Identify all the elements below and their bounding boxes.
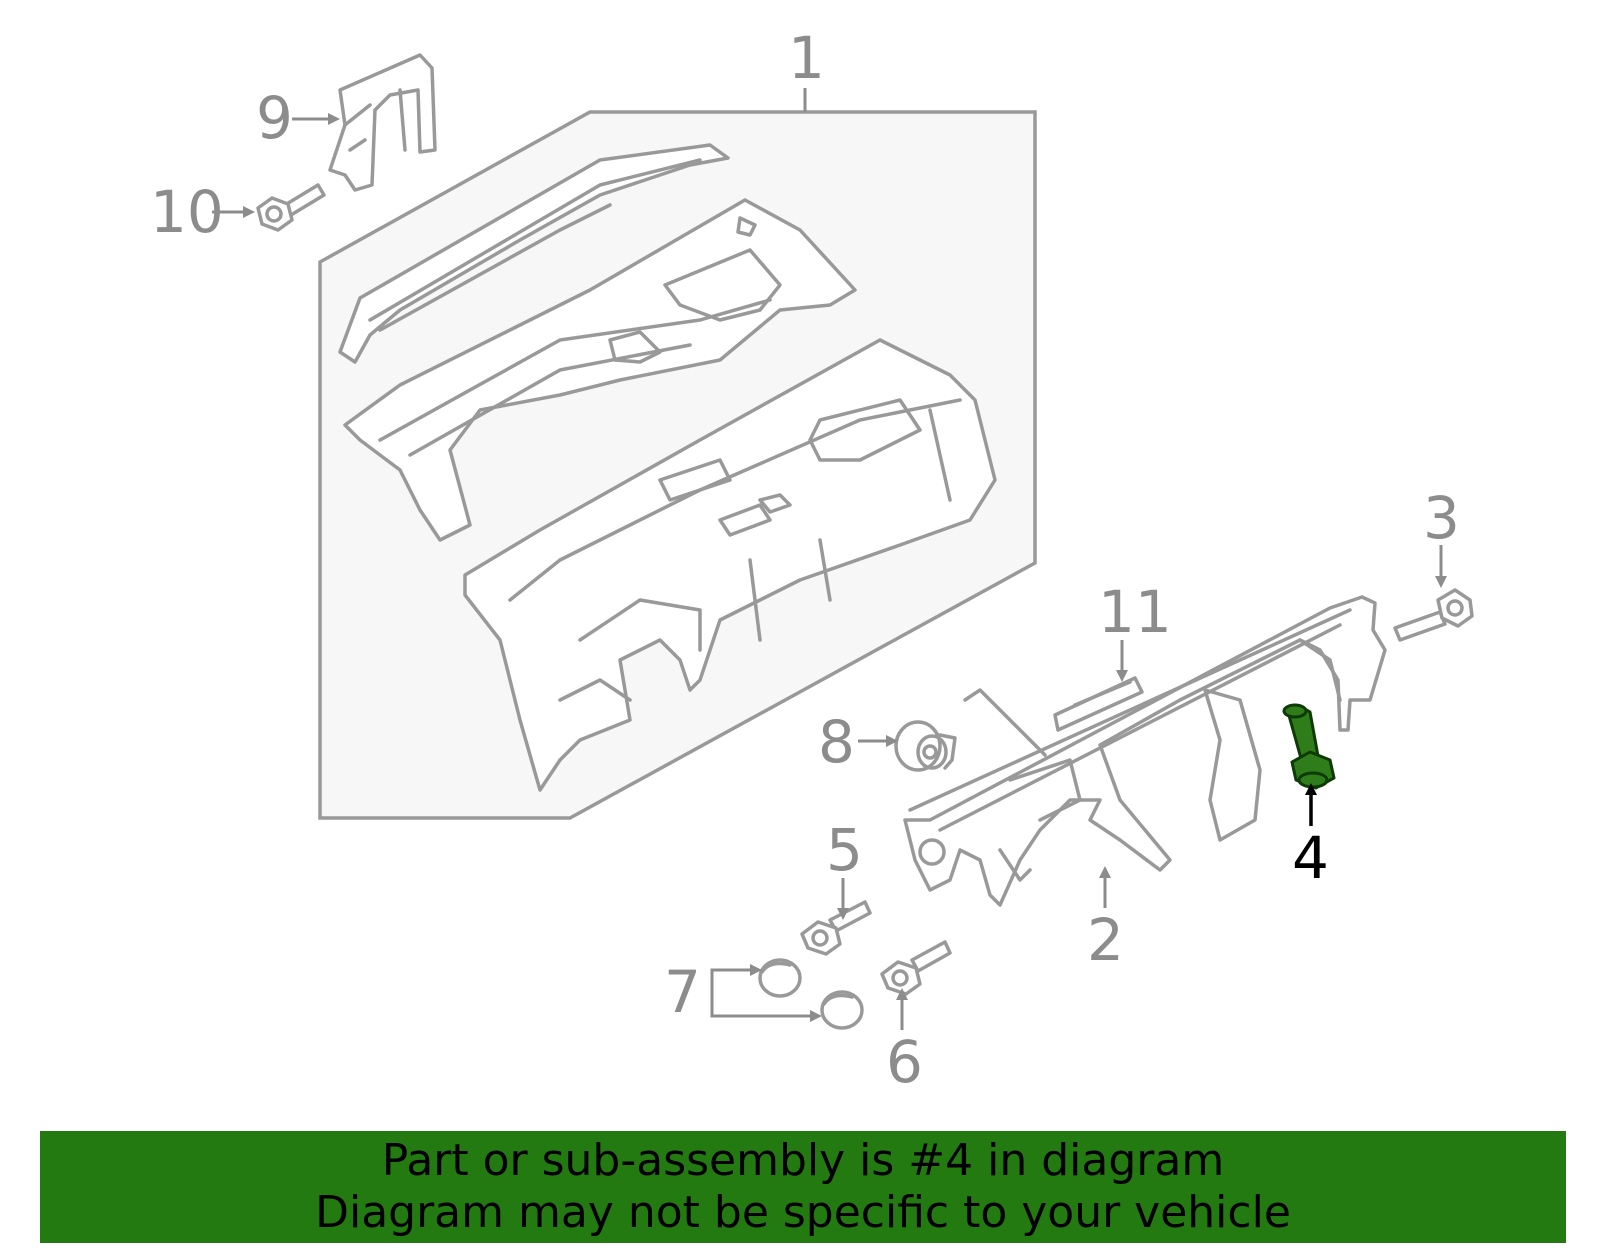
part-2-crosscar-beam	[903, 595, 1387, 907]
part-3-bolt	[1393, 588, 1474, 642]
callout-9: 9	[256, 84, 293, 152]
part-11-strip	[1053, 676, 1144, 732]
callout-2: 2	[1087, 906, 1124, 974]
part-6-bolt	[880, 940, 952, 996]
part-8-grommet	[894, 720, 957, 772]
callout-5: 5	[826, 816, 863, 884]
callout-6: 6	[886, 1028, 923, 1096]
callout-1: 1	[788, 24, 825, 92]
part-7-caps	[758, 958, 864, 1030]
callout-11: 11	[1098, 578, 1172, 646]
callout-3: 3	[1423, 484, 1460, 552]
info-banner: Part or sub-assembly is #4 in diagram Di…	[40, 1131, 1566, 1243]
dash-lower-panel	[463, 338, 997, 792]
callout-8: 8	[818, 708, 855, 776]
banner-line-2: Diagram may not be specific to your vehi…	[315, 1187, 1291, 1238]
part-5-bolt	[800, 900, 872, 956]
cowl-middle-panel	[343, 198, 857, 542]
callout-7: 7	[664, 958, 701, 1026]
callout-labels: 1 2 3 4 5 6 7 8 9 10 11	[150, 24, 1460, 1096]
panel-assembly-group	[318, 110, 1037, 820]
banner-line-1: Part or sub-assembly is #4 in diagram	[381, 1135, 1225, 1186]
callout-10: 10	[150, 178, 224, 246]
cowl-top-strip	[338, 143, 730, 364]
part-9-bracket	[328, 53, 437, 192]
part-10-bolt	[256, 183, 326, 232]
leader-lines	[212, 88, 1447, 1030]
callout-4: 4	[1292, 824, 1329, 892]
part-4-bolt-highlighted	[1282, 703, 1336, 790]
